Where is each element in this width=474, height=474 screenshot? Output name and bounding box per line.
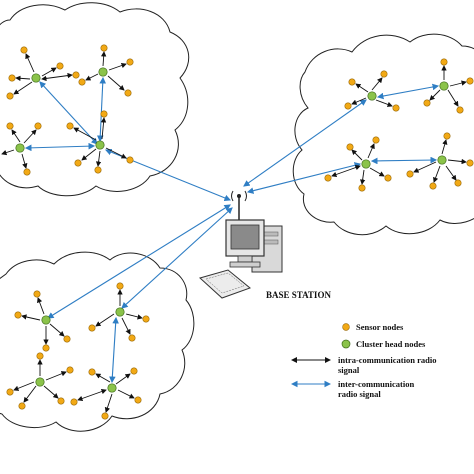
legend-cluster-head-swatch <box>341 339 351 349</box>
intra-communication-links <box>1 51 467 413</box>
legend-sensor-nodes-label: Sensor nodes <box>356 322 404 332</box>
legend-cluster-head-label: Cluster head nodes <box>356 339 426 349</box>
legend-sensor-node-swatch <box>342 323 350 331</box>
sensor-nodes <box>6 44 474 420</box>
base-station-label: BASE STATION <box>266 290 331 300</box>
base-station-computer-icon <box>198 190 283 299</box>
cloud-top-left <box>0 2 190 197</box>
legend-inter-label-1: inter-communication <box>338 379 414 389</box>
legend-intra-label-2: signal <box>338 365 360 375</box>
legend-intra-label-1: intra-communication radio <box>338 355 436 365</box>
cluster-head-nodes <box>15 67 449 393</box>
cloud-bottom-left <box>0 251 195 432</box>
legend: Sensor nodes Cluster head nodes intra-co… <box>290 322 436 399</box>
legend-inter-label-2: radio signal <box>338 389 381 399</box>
